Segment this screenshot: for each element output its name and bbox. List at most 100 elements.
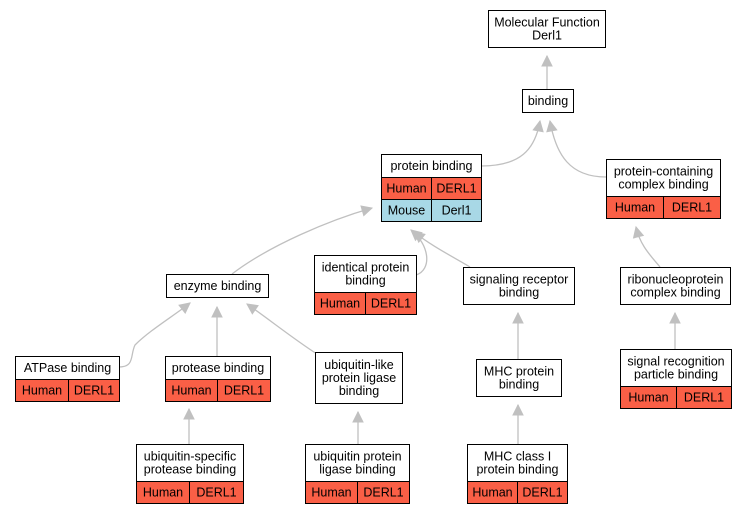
edge-mhc-protein-binding-to-signaling-receptor-binding-arrowhead [512, 311, 524, 324]
gene-cell [365, 292, 417, 315]
term-label-line: protein ligase [322, 371, 396, 385]
gene-label: DERL1 [436, 182, 476, 196]
gene-label: DERL1 [224, 384, 264, 398]
edge-ubiquitin-specific-protease-binding-to-protease-binding-arrowhead [183, 407, 195, 420]
term-label-box [315, 352, 403, 404]
term-label-line: identical protein [322, 261, 410, 275]
gene-cell [189, 481, 244, 504]
term-label-box [166, 274, 269, 298]
gene-cell [676, 386, 732, 409]
term-label-line: binding [339, 384, 379, 398]
edge-ribonucleoprotein-complex-binding-to-protein-containing-complex-binding-arrowhead [632, 225, 645, 239]
edge-enzyme-binding-to-protein-binding [231, 207, 373, 275]
edge-protein-binding-to-binding-arrowhead [532, 119, 544, 133]
term-label-line: particle binding [634, 368, 718, 382]
term-label-line: protease binding [172, 361, 264, 375]
edge-protease-binding-to-enzyme-binding-arrowhead [211, 305, 223, 318]
species-label: Human [615, 201, 655, 215]
term-label-box [620, 267, 731, 305]
term-label-line: binding [499, 378, 539, 392]
term-label-box [620, 349, 732, 387]
term-label-line: Molecular Function [494, 16, 600, 30]
term-label-line: complex binding [630, 286, 720, 300]
term-label-line: ubiquitin-like [324, 358, 394, 372]
term-label-line: protease binding [144, 463, 236, 477]
species-label: Human [628, 391, 668, 405]
term-label-line: signal recognition [627, 355, 724, 369]
term-label-line: ubiquitin-specific [144, 450, 236, 464]
gene-cell [357, 481, 410, 504]
edge-protein-containing-complex-binding-to-binding [549, 120, 607, 178]
term-label-line: protein-containing [614, 165, 713, 179]
species-label: Mouse [388, 204, 426, 218]
edges-layer [118, 54, 681, 444]
gene-label: DERL1 [363, 486, 403, 500]
term-label-line: complex binding [618, 178, 708, 192]
term-label-line: enzyme binding [174, 279, 262, 293]
gene-label: Derl1 [442, 204, 472, 218]
edge-enzyme-binding-to-protein-binding-arrowhead [360, 205, 374, 217]
edge-mhc-class-i-protein-binding-to-mhc-protein-binding-arrowhead [512, 403, 524, 416]
term-label-line: binding [528, 94, 568, 108]
gene-cell [431, 199, 482, 222]
go-term-node-binding[interactable]: binding [522, 89, 574, 113]
edge-atpase-binding-to-enzyme-binding-arrowhead [178, 302, 191, 315]
gene-label: DERL1 [196, 486, 236, 500]
species-label: Human [386, 182, 426, 196]
species-label: Human [311, 486, 351, 500]
term-label-line: MHC class I [484, 450, 551, 464]
term-label-line: MHC protein [484, 365, 554, 379]
gene-label: DERL1 [371, 297, 411, 311]
term-label-line: binding [499, 286, 539, 300]
term-label-line: ligase binding [319, 463, 395, 477]
term-label-line: signaling receptor [470, 273, 569, 287]
term-label-box [463, 267, 575, 305]
term-label-line: ubiquitin protein [313, 450, 401, 464]
edge-ubiquitin-like-protein-ligase-binding-to-enzyme-binding [246, 303, 318, 355]
gene-cell [68, 379, 120, 402]
gene-label: DERL1 [672, 201, 712, 215]
term-label-line: ribonucleoprotein [628, 273, 724, 287]
term-label-box [467, 444, 568, 482]
edge-ubiquitin-protein-ligase-binding-to-ubiquitin-like-protein-ligase-binding-arrowhead [352, 410, 364, 423]
species-label: Human [472, 486, 512, 500]
species-label: Human [22, 384, 62, 398]
species-label: Human [143, 486, 183, 500]
gene-label: DERL1 [522, 486, 562, 500]
species-label: Human [320, 297, 360, 311]
edge-protein-binding-to-binding [480, 120, 541, 167]
edge-signaling-receptor-binding-to-protein-binding-arrowhead [413, 231, 426, 244]
edge-atpase-binding-to-enzyme-binding [118, 302, 191, 368]
edge-signal-recognition-particle-binding-to-ribonucleoprotein-complex-binding-arrowhead [669, 311, 681, 324]
term-label-line: ATPase binding [24, 361, 111, 375]
go-term-node-enzyme-binding[interactable]: enzyme binding [166, 274, 269, 298]
gene-cell [217, 379, 271, 402]
edge-ubiquitin-like-protein-ligase-binding-to-enzyme-binding-arrowhead [246, 303, 259, 315]
term-label-line: binding [345, 274, 385, 288]
term-label-line: Derl1 [532, 29, 562, 43]
term-label-box [488, 10, 606, 48]
edge-binding-to-molecular-function-arrowhead [541, 54, 553, 67]
term-label-box [314, 255, 417, 293]
gene-label: DERL1 [684, 391, 724, 405]
term-label-box [522, 89, 574, 113]
term-label-box [606, 159, 721, 197]
gene-cell [663, 196, 721, 219]
species-label: Human [171, 384, 211, 398]
